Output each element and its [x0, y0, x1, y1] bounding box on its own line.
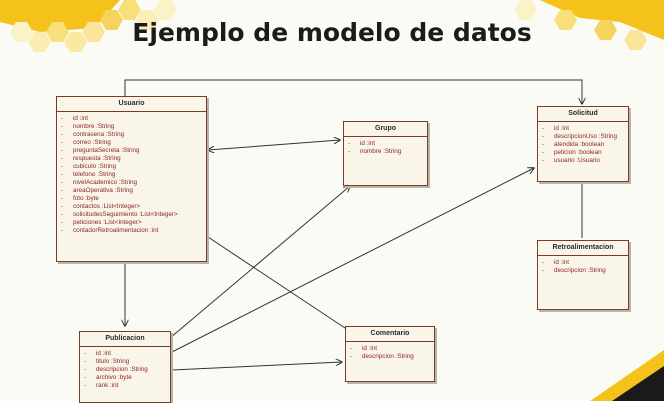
attribute: -foto :byte [61, 195, 99, 202]
hex-cell [154, 0, 177, 20]
class-usuario: Usuario -id :int -nombre :String -contra… [56, 96, 207, 262]
attribute: -archivo :byte [84, 374, 132, 381]
attribute: -id :int [542, 259, 570, 266]
line-publicacion-solicitud [171, 168, 534, 353]
attribute: -peticion :boolean [542, 149, 602, 156]
class-name: Usuario [57, 97, 206, 112]
attribute: -telefono :String [61, 171, 116, 178]
hex-cell [514, 0, 537, 20]
class-name: Solicitud [538, 107, 628, 122]
hex-cell [136, 10, 159, 30]
hex-cell [10, 22, 33, 42]
class-grupo: Grupo -id :int -nombre :String [343, 121, 428, 186]
line-usuario-solicitud [124, 79, 582, 104]
attribute: -descripcion :String [542, 267, 606, 274]
attribute-list: -id :int -nombre :String [344, 137, 427, 160]
attribute: -contadorRetroalimentacion :int [61, 227, 159, 234]
attribute: -id :int [61, 115, 89, 122]
attribute: -areaOperativa :String [61, 187, 133, 194]
class-name: Publicacion [80, 332, 170, 347]
attribute: -nombre :String [61, 123, 115, 130]
attribute: -cubiculo :String [61, 163, 117, 170]
attribute: -respuesta :String [61, 155, 121, 162]
attribute: -id :int [348, 140, 376, 147]
attribute: -nivelAcademico :String [61, 179, 138, 186]
hex-cell [100, 10, 123, 30]
hex-cell [594, 20, 617, 40]
attribute: -rank :int [84, 382, 119, 389]
attribute: -descripcion :String [84, 366, 148, 373]
class-retroalimentacion: Retroalimentacion -id :int -descripcion … [537, 240, 629, 310]
attribute: -peticiones :List<Integer> [61, 219, 142, 226]
attribute-list: -id :int -descripcion :String [538, 256, 628, 279]
attribute-list: -id :int -descripcionUso :String -atendi… [538, 122, 628, 169]
hex-cell [554, 10, 577, 30]
attribute: -usuario :Usuario [542, 157, 600, 164]
line-usuario-comentario [204, 234, 349, 331]
attribute: -preguntaSecreta :String [61, 147, 140, 154]
hex-cell [64, 32, 87, 52]
attribute: -contactos :List<Integer> [61, 203, 141, 210]
attribute: -titulo :String [84, 358, 130, 365]
attribute: -descripcion :String [350, 353, 414, 360]
slide-title: Ejemplo de modelo de datos [132, 18, 532, 47]
corner-shape [612, 366, 664, 401]
attribute-list: -id :int -descripcion :String [346, 342, 434, 365]
attribute: -id :int [84, 350, 112, 357]
hex-cell [624, 30, 647, 50]
hex-cell [28, 32, 51, 52]
line-publicacion-grupo [169, 186, 350, 339]
hex-cell [82, 22, 105, 42]
attribute-list: -id :int -titulo :String -descripcion :S… [80, 347, 170, 394]
class-publicacion: Publicacion -id :int -titulo :String -de… [79, 331, 171, 403]
class-name: Grupo [344, 122, 427, 137]
attribute: -id :int [350, 345, 378, 352]
attribute: -id :int [542, 125, 570, 132]
line-usuario-grupo [208, 140, 340, 150]
attribute-list: -id :int -nombre :String -contrasena :St… [57, 112, 206, 239]
attribute: -descripcionUso :String [542, 133, 617, 140]
class-comentario: Comentario -id :int -descripcion :String [345, 326, 435, 382]
attribute: -correo :String [61, 139, 111, 146]
attribute: -atendida :boolean [542, 141, 605, 148]
attribute: -solicitudesSeguimiento :List<Integer> [61, 211, 178, 218]
class-name: Retroalimentacion [538, 241, 628, 256]
class-solicitud: Solicitud -id :int -descripcionUso :Stri… [537, 106, 629, 182]
line-publicacion-comentario [171, 362, 342, 371]
attribute: -nombre :String [348, 148, 402, 155]
attribute: -contrasena :String [61, 131, 125, 138]
class-name: Comentario [346, 327, 434, 342]
hex-cell [46, 22, 69, 42]
hex-cell [118, 0, 141, 20]
